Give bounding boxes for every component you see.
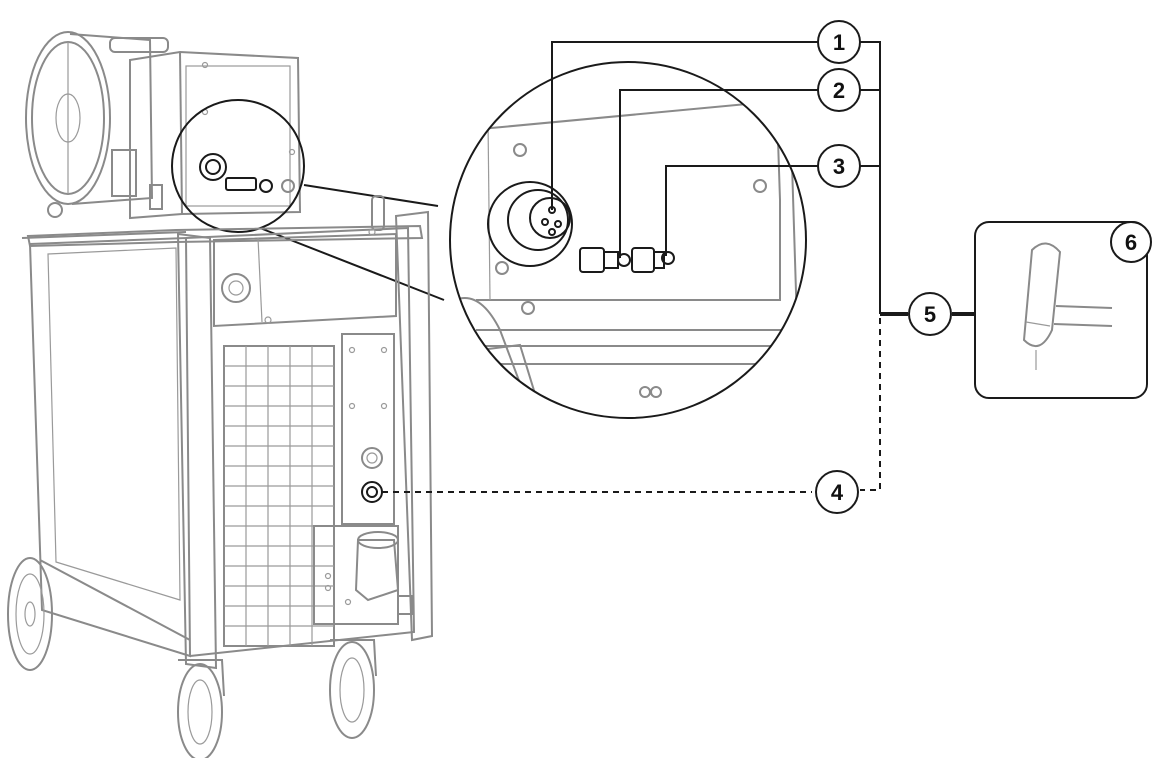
- quick-coupling-1: [579, 247, 631, 273]
- wire-feeder: [111, 50, 302, 220]
- callout-4-label: 4: [831, 480, 844, 505]
- torch-connector: [487, 181, 573, 267]
- callout-3-label: 3: [833, 154, 845, 179]
- ground-socket: [361, 481, 383, 503]
- torch-detail-box: [974, 221, 1148, 399]
- wheels: [7, 557, 377, 758]
- callout-5-label: 5: [924, 302, 936, 327]
- main-cabinet: [28, 210, 434, 670]
- callout-4: 4: [815, 470, 859, 514]
- zoom-detail: [449, 61, 807, 419]
- vent-grill: [223, 345, 335, 647]
- callout-1: 1: [817, 20, 861, 64]
- wire-spool: [25, 31, 169, 218]
- callout-5: 5: [908, 292, 952, 336]
- welding-machine: [7, 31, 445, 758]
- quick-coupling-2: [631, 247, 675, 273]
- callout-3: 3: [817, 144, 861, 188]
- callout-2: 2: [817, 68, 861, 112]
- zoom-source-circle: [171, 99, 305, 233]
- zoom-line-top: [303, 184, 439, 207]
- callout-1-label: 1: [833, 30, 845, 55]
- callout-2-label: 2: [833, 78, 845, 103]
- callout-6: 6: [1110, 221, 1152, 263]
- torch-illustration: [1022, 242, 1113, 370]
- callout-6-label: 6: [1125, 230, 1137, 255]
- callout-leaders: [382, 41, 980, 493]
